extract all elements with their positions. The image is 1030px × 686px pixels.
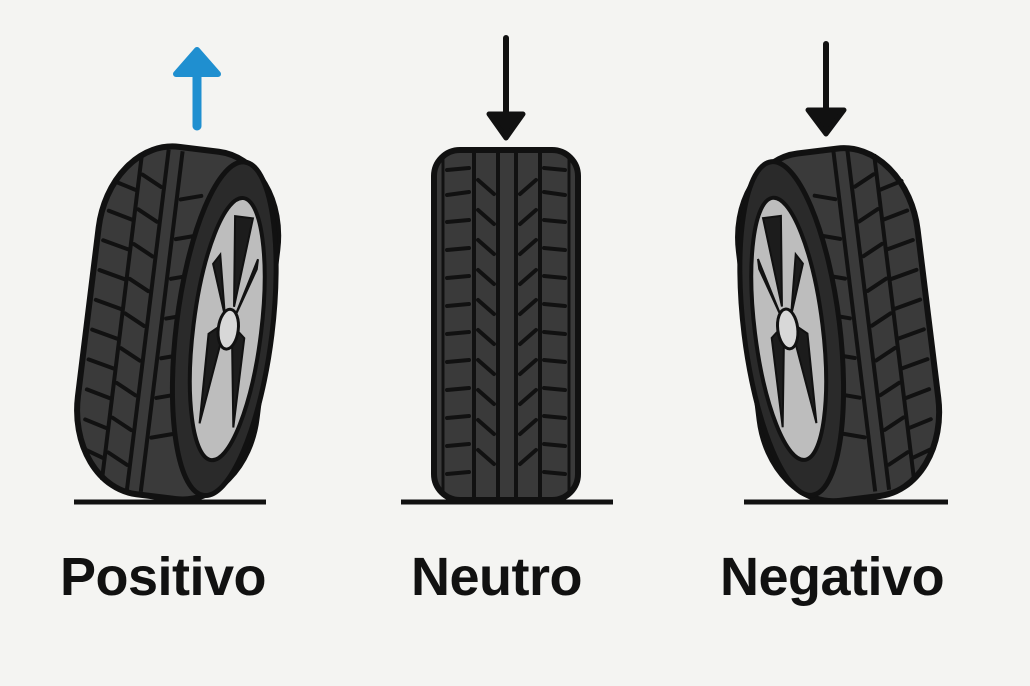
neutral-camber-tire-illustration [401, 35, 613, 505]
panel-negative: Negativo [686, 0, 1030, 686]
panel-neutral: Neutro [343, 0, 686, 686]
arrow-down-icon [486, 35, 526, 141]
panel-positive: Positivo [0, 0, 343, 686]
arrow-up-icon [173, 47, 221, 131]
tire-icon [431, 147, 581, 503]
tire-icon [735, 145, 943, 505]
tire-icon [74, 143, 282, 503]
positive-camber-tire-illustration [74, 47, 282, 505]
arrow-down-icon [805, 41, 847, 137]
negative-camber-tire-illustration [735, 41, 948, 505]
label-neutro: Neutro [411, 547, 583, 607]
label-negativo: Negativo [720, 547, 945, 607]
label-positivo: Positivo [60, 547, 267, 607]
